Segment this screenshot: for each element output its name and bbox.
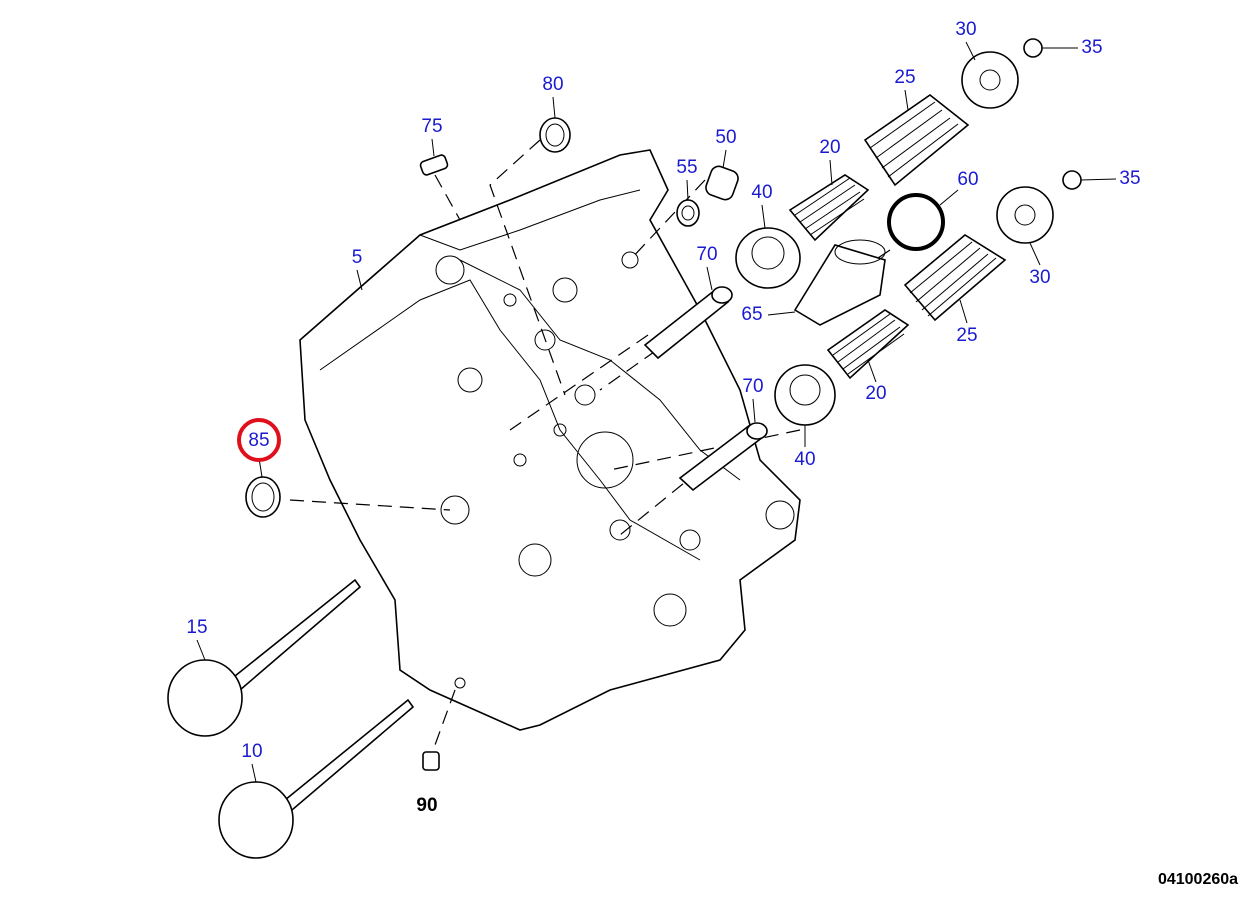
callout-80[interactable]: 80 (542, 74, 563, 95)
part-40-seal-b[interactable] (774, 364, 836, 426)
leader-lines (196, 41, 1117, 783)
alignment-lines (289, 139, 891, 746)
callout-50[interactable]: 50 (715, 127, 736, 148)
part-70-guide-a[interactable] (643, 286, 733, 360)
part-65-injector-sleeve[interactable] (793, 239, 886, 326)
part-40-seal-a[interactable] (735, 227, 801, 289)
part-10-valve[interactable] (218, 698, 415, 859)
callout-90[interactable]: 90 (416, 795, 437, 816)
part-90-pin[interactable] (422, 751, 440, 771)
part-60-oring[interactable] (887, 193, 945, 251)
part-30-retainer-a[interactable] (961, 51, 1019, 109)
callout-55[interactable]: 55 (676, 157, 697, 178)
callout-40[interactable]: 40 (751, 182, 772, 203)
callout-75[interactable]: 75 (421, 116, 442, 137)
callout-30[interactable]: 30 (955, 19, 976, 40)
figure-id: 04100260a (1158, 871, 1238, 888)
part-30-retainer-b[interactable] (996, 186, 1054, 244)
part-35-key-a[interactable] (1023, 38, 1043, 58)
callout-35[interactable]: 35 (1081, 37, 1102, 58)
callout-10[interactable]: 10 (241, 741, 262, 762)
part-85-plug[interactable] (245, 476, 281, 518)
highlight-ring (237, 418, 281, 462)
part-20-spring-b[interactable] (826, 309, 910, 380)
callout-25[interactable]: 25 (956, 325, 977, 346)
callout-15[interactable]: 15 (186, 617, 207, 638)
callout-70[interactable]: 70 (696, 244, 717, 265)
callout-25[interactable]: 25 (894, 67, 915, 88)
callout-60[interactable]: 60 (957, 169, 978, 190)
callout-35[interactable]: 35 (1119, 168, 1140, 189)
part-75-pin[interactable] (419, 154, 449, 176)
callout-20[interactable]: 20 (865, 383, 886, 404)
cylinder-head (299, 149, 801, 731)
callout-70[interactable]: 70 (742, 376, 763, 397)
callout-20[interactable]: 20 (819, 137, 840, 158)
callout-40[interactable]: 40 (794, 449, 815, 470)
part-55-washer[interactable] (676, 199, 700, 227)
part-70-guide-b[interactable] (678, 422, 768, 492)
part-35-key-b[interactable] (1062, 170, 1082, 190)
part-15-valve[interactable] (167, 578, 362, 737)
callout-30[interactable]: 30 (1029, 267, 1050, 288)
callout-65[interactable]: 65 (741, 304, 762, 325)
part-80-plug[interactable] (539, 117, 571, 153)
part-20-spring-a[interactable] (788, 174, 870, 242)
callout-5[interactable]: 5 (352, 247, 363, 268)
part-50-plug[interactable] (704, 164, 741, 202)
part-25-spring-b[interactable] (903, 234, 1007, 322)
part-25-spring-a[interactable] (863, 94, 970, 187)
callout-85[interactable]: 85 (248, 430, 269, 451)
